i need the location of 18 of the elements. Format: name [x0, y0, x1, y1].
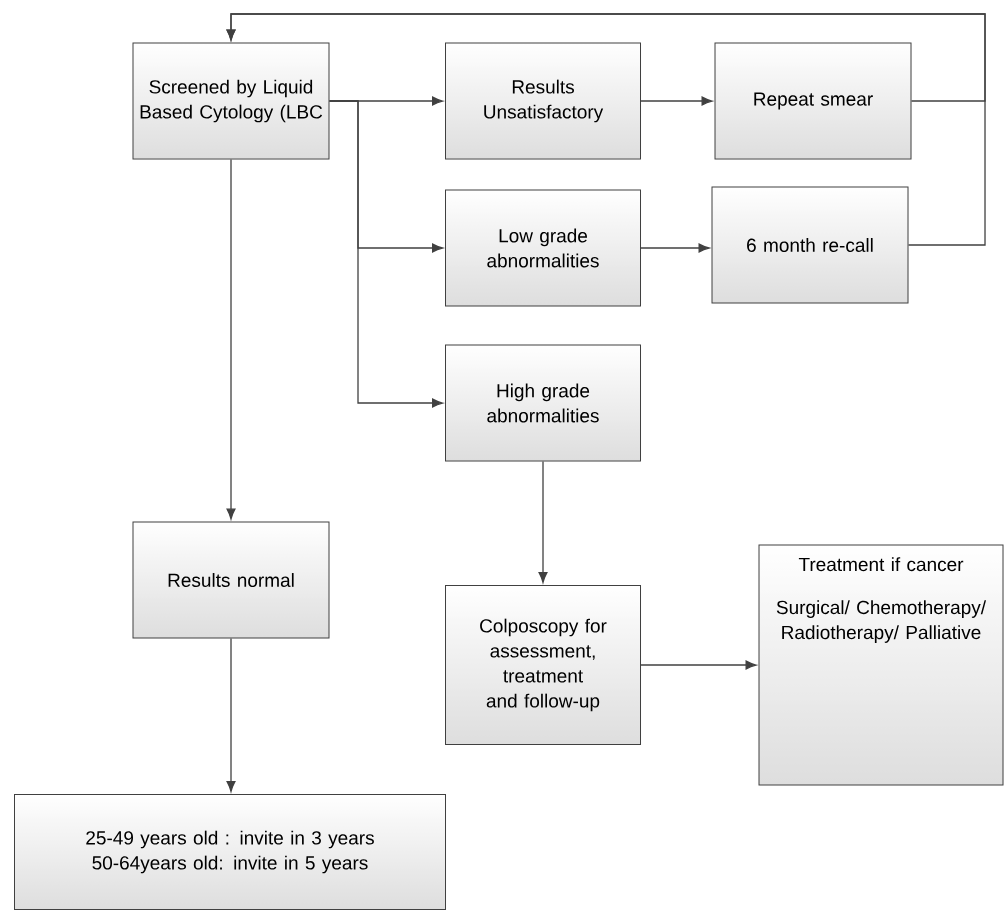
process-box: 6 month re-call	[711, 186, 909, 304]
arrow	[226, 158, 236, 520]
arrow	[640, 243, 710, 253]
process-box: Low grade abnormalities	[445, 189, 641, 307]
process-box: Results Unsatisfactory	[445, 42, 641, 160]
process-box: High grade abnormalities	[445, 344, 641, 462]
arrow	[640, 660, 757, 670]
process-box: Treatment if cancer Surgical/ Chemotherapy/ Radiotherapy/ Palliative	[758, 544, 1004, 786]
arrow	[226, 13, 986, 246]
process-box: Results normal	[132, 521, 330, 639]
arrow	[640, 96, 713, 106]
process-box: Colposcopy for assessment, treatment and follow-up	[445, 585, 641, 745]
process-box: 25-49 years old : invite in 3 years 50-64years old: invite in 5 years	[14, 794, 446, 910]
arrow	[328, 100, 444, 408]
arrow	[226, 637, 236, 793]
arrow	[538, 460, 548, 584]
process-box: Repeat smear	[714, 42, 912, 160]
process-box: Screened by Liquid Based Cytology (LBC	[132, 42, 330, 160]
